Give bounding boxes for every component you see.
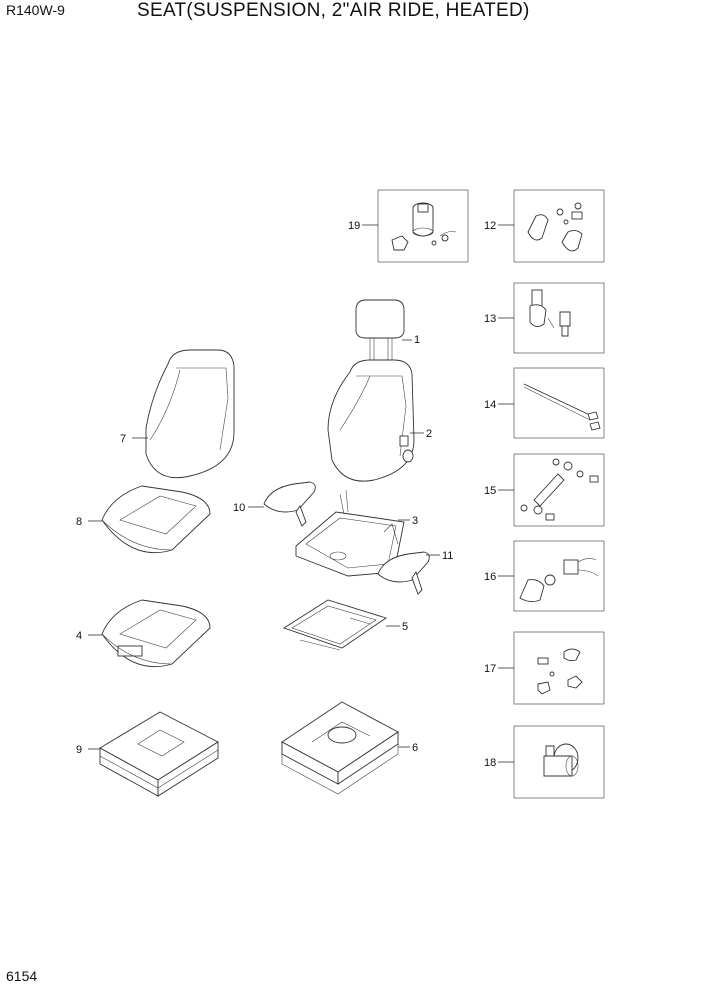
part-18-compressor[interactable]	[513, 725, 605, 799]
callout-10: 10	[233, 502, 245, 514]
part-4-seat-cushion-heated[interactable]	[101, 599, 211, 668]
callout-3: 3	[412, 515, 418, 527]
part-16-switch-harness[interactable]	[513, 540, 605, 612]
part-5-slide-rail[interactable]	[282, 599, 388, 651]
part-19-heater-switch-kit[interactable]	[377, 189, 469, 263]
callout-13: 13	[484, 313, 496, 325]
callout-11: 11	[442, 550, 453, 562]
part-6-air-suspension[interactable]	[281, 701, 399, 795]
callout-9: 9	[76, 744, 82, 756]
part-3-seat-frame[interactable]	[295, 489, 405, 577]
callout-15: 15	[484, 485, 496, 497]
callout-14: 14	[484, 399, 496, 411]
callout-6: 6	[412, 742, 418, 754]
callout-7: 7	[120, 433, 126, 445]
part-14-cable[interactable]	[513, 367, 605, 439]
part-12-fitting-kit[interactable]	[513, 189, 605, 263]
callout-19: 19	[348, 220, 360, 232]
page-number: 6154	[6, 968, 38, 984]
part-13-seat-belt[interactable]	[513, 282, 605, 354]
callout-4: 4	[76, 630, 82, 642]
callout-8: 8	[76, 516, 82, 528]
part-2-seat-back[interactable]	[327, 359, 415, 482]
part-7-seat-back-cushion[interactable]	[145, 349, 235, 479]
part-8-seat-cushion[interactable]	[101, 485, 211, 554]
callout-5: 5	[402, 621, 408, 633]
page-title: SEAT(SUSPENSION, 2"AIR RIDE, HEATED)	[137, 0, 530, 21]
part-15-shock-absorber[interactable]	[513, 453, 605, 527]
part-11-armrest-right[interactable]	[377, 551, 430, 595]
callout-17: 17	[484, 663, 496, 675]
callout-1: 1	[414, 334, 420, 346]
callout-12: 12	[484, 220, 496, 232]
part-17-connector-kit[interactable]	[513, 631, 605, 705]
part-1-headrest[interactable]	[355, 299, 405, 360]
part-10-armrest-left[interactable]	[263, 481, 316, 527]
callout-2: 2	[426, 428, 432, 440]
model-code: R140W-9	[6, 2, 65, 18]
callout-16: 16	[484, 571, 496, 583]
part-9-base-suspension[interactable]	[99, 711, 219, 797]
callout-18: 18	[484, 757, 496, 769]
